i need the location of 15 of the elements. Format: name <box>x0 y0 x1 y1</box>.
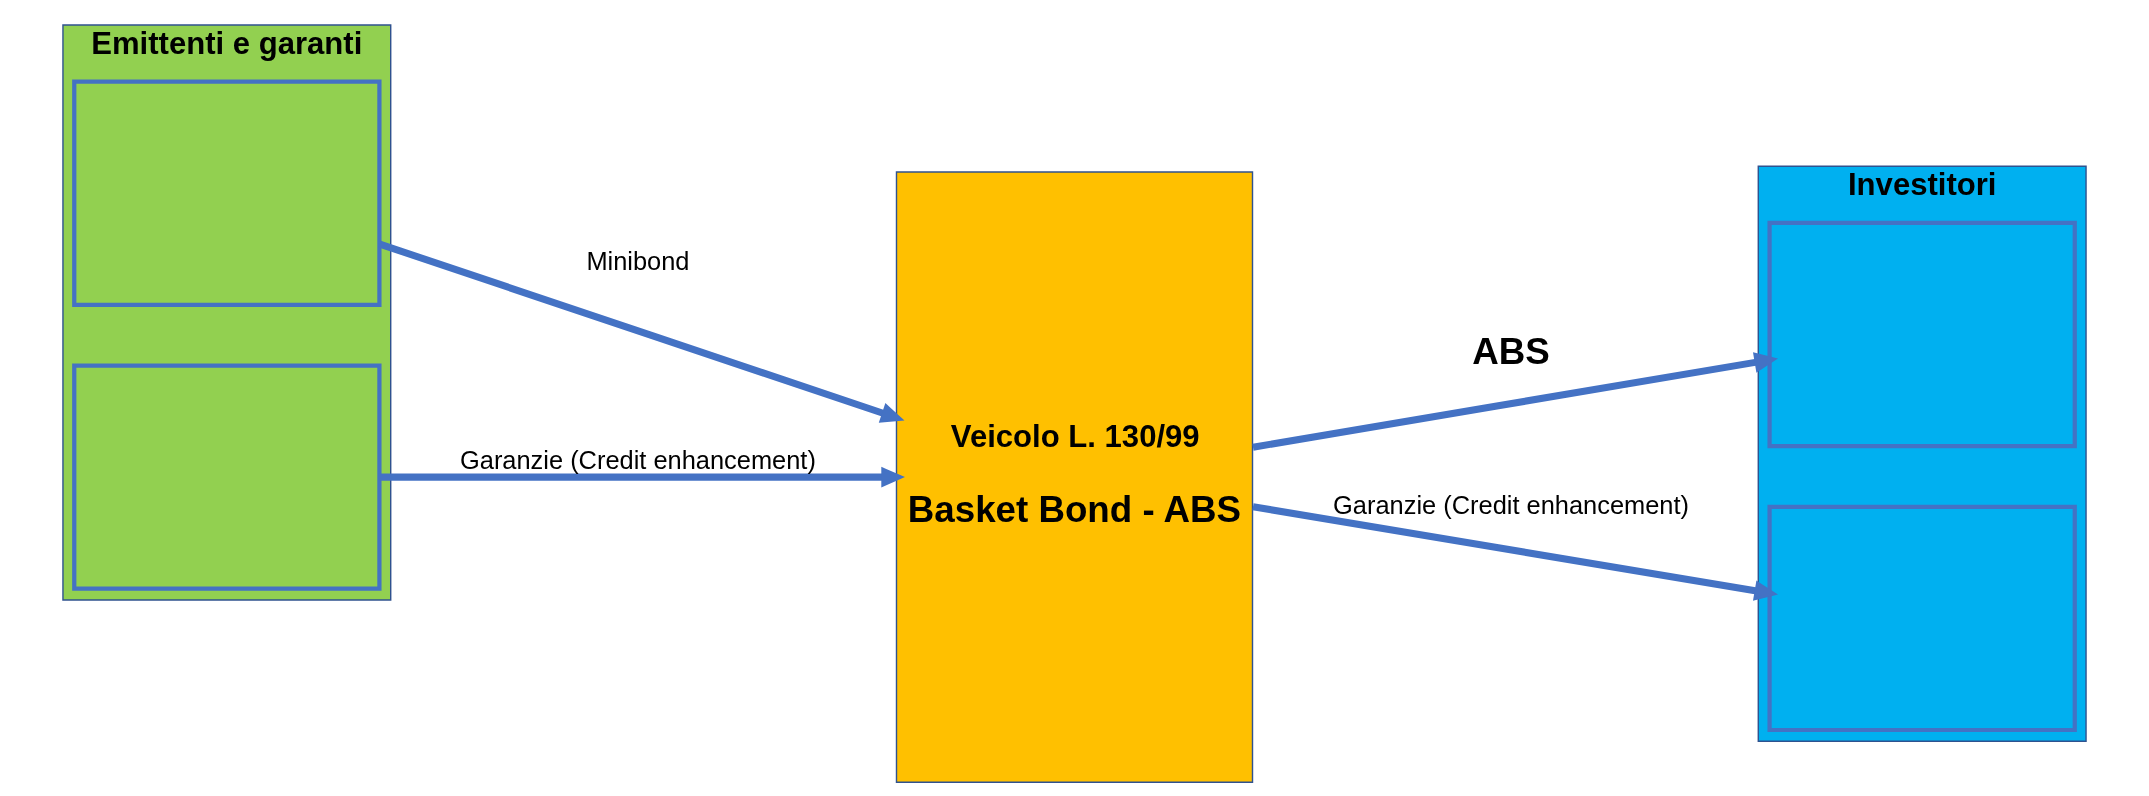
node-box <box>72 79 382 307</box>
arrow <box>378 240 905 423</box>
arrow <box>1252 352 1778 451</box>
arrow <box>1252 503 1778 601</box>
cluster: Investitori <box>1757 165 2087 742</box>
node-box <box>1767 220 2077 449</box>
edge-label: Minibond <box>586 247 690 275</box>
cluster: Emittenti e garanti <box>62 24 392 601</box>
edge-label: Garanzie (Credit enhancement) <box>1333 491 1689 520</box>
node-box: Veicolo L. 130/99 Basket Bond - ABS <box>895 171 1254 783</box>
arrow <box>379 466 905 488</box>
edge-label: ABS <box>1472 330 1550 372</box>
node-box <box>72 363 382 591</box>
edge-label: Garanzie (Credit enhancement) <box>460 446 816 475</box>
node-box <box>1767 504 2077 733</box>
